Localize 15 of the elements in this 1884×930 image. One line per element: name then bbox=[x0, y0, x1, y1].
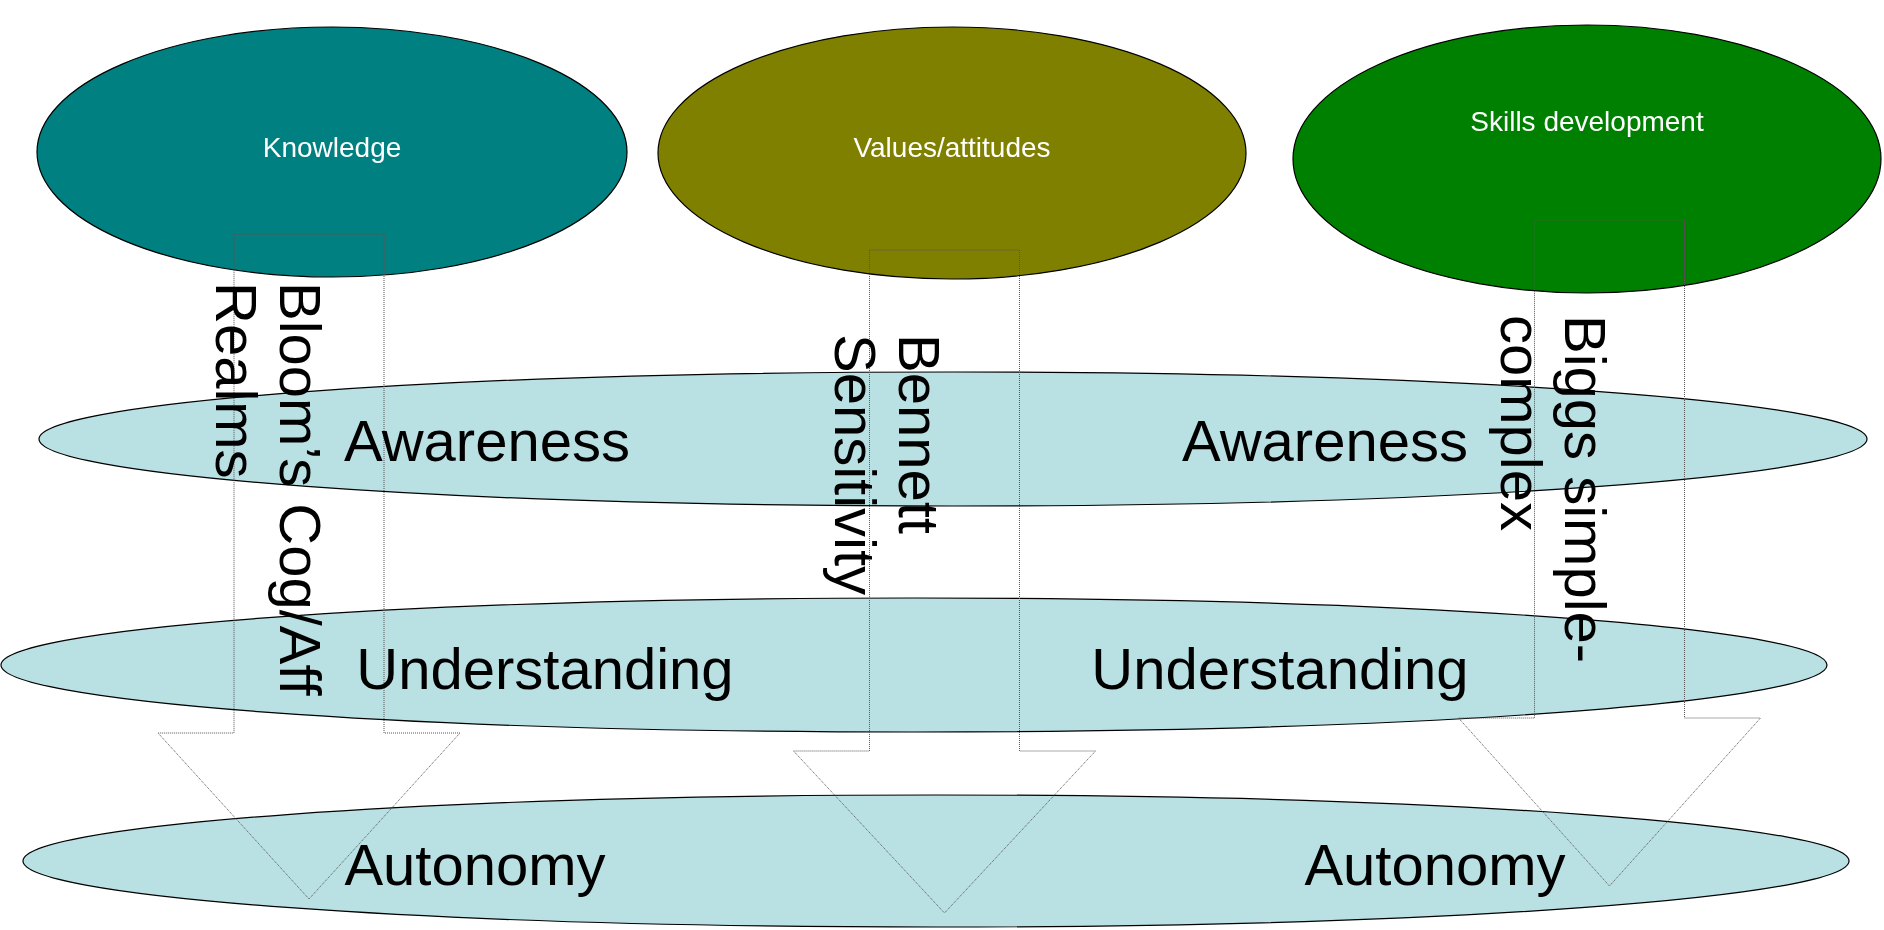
node-label: Awareness bbox=[1182, 412, 1468, 470]
ellipse-node bbox=[36, 26, 628, 278]
edge-label: Biggs simple-complex bbox=[1489, 315, 1618, 666]
edge-label: Bennett Sensitivity bbox=[823, 334, 952, 598]
block-arrow bbox=[1458, 219, 1761, 887]
node-label: Knowledge bbox=[262, 134, 402, 162]
band-ellipse bbox=[22, 794, 1850, 928]
node-label: Skills development bbox=[1470, 108, 1704, 136]
edge-label: Bloom’s Cog/Aff Realms bbox=[204, 282, 332, 698]
node-label: Values/attitudes bbox=[853, 134, 1051, 162]
node-label: Awareness bbox=[344, 412, 630, 470]
ellipse-node bbox=[1292, 24, 1882, 294]
block-arrow bbox=[157, 233, 461, 900]
ellipse-node bbox=[657, 26, 1247, 280]
block-arrow bbox=[793, 249, 1096, 914]
